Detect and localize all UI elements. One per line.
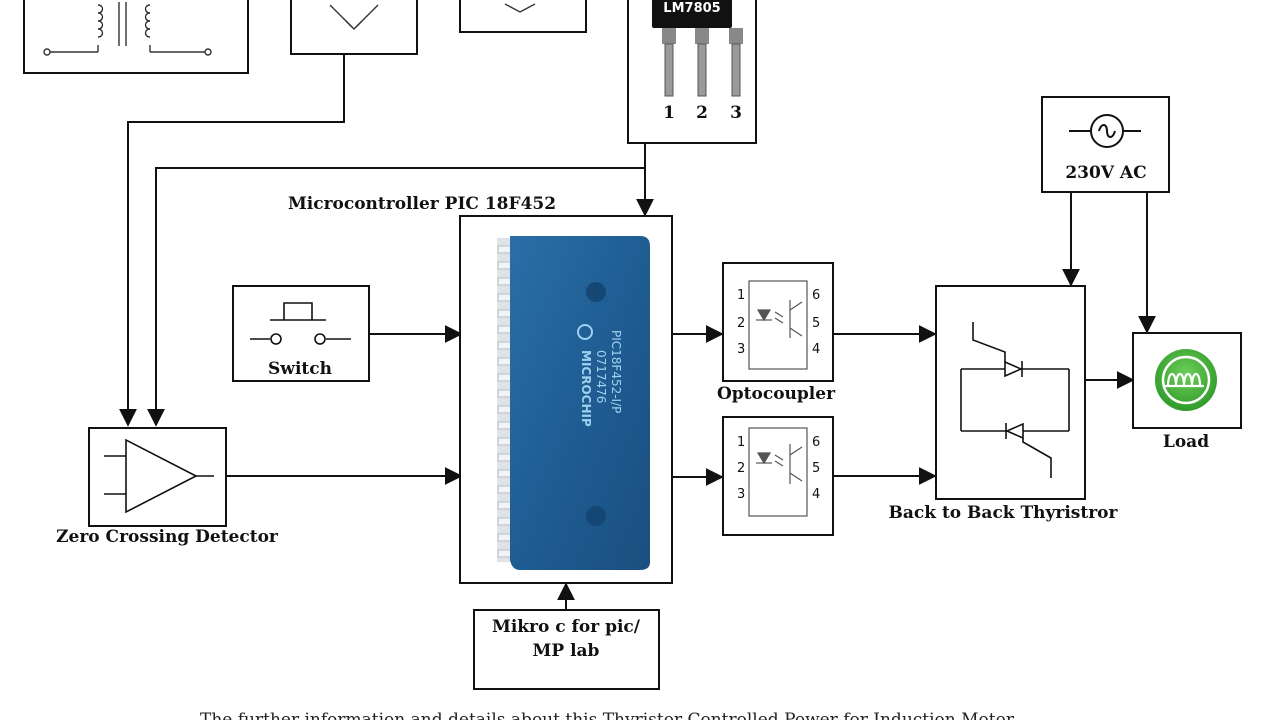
opto1-pin-2: 2 <box>737 316 745 331</box>
filter-block <box>459 0 587 33</box>
opto1-pin-6: 6 <box>812 288 820 303</box>
optocoupler-2: 1 2 3 6 5 4 <box>722 416 834 536</box>
software-line-1: Mikro c for pic/ <box>492 617 641 637</box>
push-switch-icon <box>250 302 351 345</box>
regulator-pin-3: 3 <box>730 103 742 123</box>
optocoupler-icon <box>748 280 808 370</box>
regulator-block: LM7805 1 2 3 <box>627 0 757 144</box>
opto1-pin-1: 1 <box>737 288 745 303</box>
bridge-rectifier-icon <box>329 4 379 30</box>
opto2-pin-1: 1 <box>737 435 745 450</box>
thyristor-block <box>935 285 1086 500</box>
pic-chip-image: PIC18F452-I/P 0717476 MICROCHIP <box>497 236 650 570</box>
connector-lines <box>119 54 1156 610</box>
optocoupler-1: 1 2 3 6 5 4 <box>722 262 834 382</box>
optocoupler-icon <box>748 427 808 517</box>
regulator-icon: LM7805 <box>652 0 743 97</box>
comparator-icon <box>104 438 214 514</box>
thyristor-icon <box>960 322 1070 478</box>
ac-source-icon <box>1069 114 1141 148</box>
zcd-block <box>88 427 227 527</box>
switch-block: Switch <box>232 285 370 382</box>
microcontroller-title: Microcontroller PIC 18F452 <box>288 194 556 214</box>
ac-source-label: 230V AC <box>1065 163 1146 183</box>
transformer-icon <box>43 2 212 56</box>
opto1-pin-4: 4 <box>812 342 820 357</box>
opto2-pin-6: 6 <box>812 435 820 450</box>
opto2-pin-3: 3 <box>737 487 745 502</box>
opto2-pin-5: 5 <box>812 461 820 476</box>
load-label: Load <box>1163 432 1209 452</box>
switch-label: Switch <box>268 359 332 379</box>
opto2-pin-2: 2 <box>737 461 745 476</box>
rectifier-block <box>290 0 418 55</box>
ac-source-block: 230V AC <box>1041 96 1170 193</box>
diode-icon <box>504 3 536 13</box>
thyristor-label: Back to Back Thyristror <box>889 503 1119 523</box>
transformer-block <box>23 0 249 74</box>
regulator-pin-2: 2 <box>696 103 708 123</box>
zcd-label: Zero Crossing Detector <box>56 527 279 547</box>
opto2-pin-4: 4 <box>812 487 820 502</box>
chip-marking-brand: MICROCHIP <box>579 350 593 427</box>
regulator-name: LM7805 <box>663 1 720 16</box>
chip-marking-lot: 0717476 <box>594 350 608 403</box>
coil-load-icon <box>1155 349 1217 411</box>
regulator-pin-1: 1 <box>663 103 675 123</box>
optocoupler-label: Optocoupler <box>717 384 836 404</box>
software-block: Mikro c for pic/ MP lab <box>473 609 660 690</box>
microcontroller-block: PIC18F452-I/P 0717476 MICROCHIP <box>459 215 673 584</box>
figure-caption: The further information and details abou… <box>200 710 1014 720</box>
opto1-pin-5: 5 <box>812 316 820 331</box>
load-block: Load <box>1132 332 1242 452</box>
opto1-pin-3: 3 <box>737 342 745 357</box>
chip-marking-part: PIC18F452-I/P <box>609 330 623 413</box>
software-line-2: MP lab <box>533 641 600 661</box>
